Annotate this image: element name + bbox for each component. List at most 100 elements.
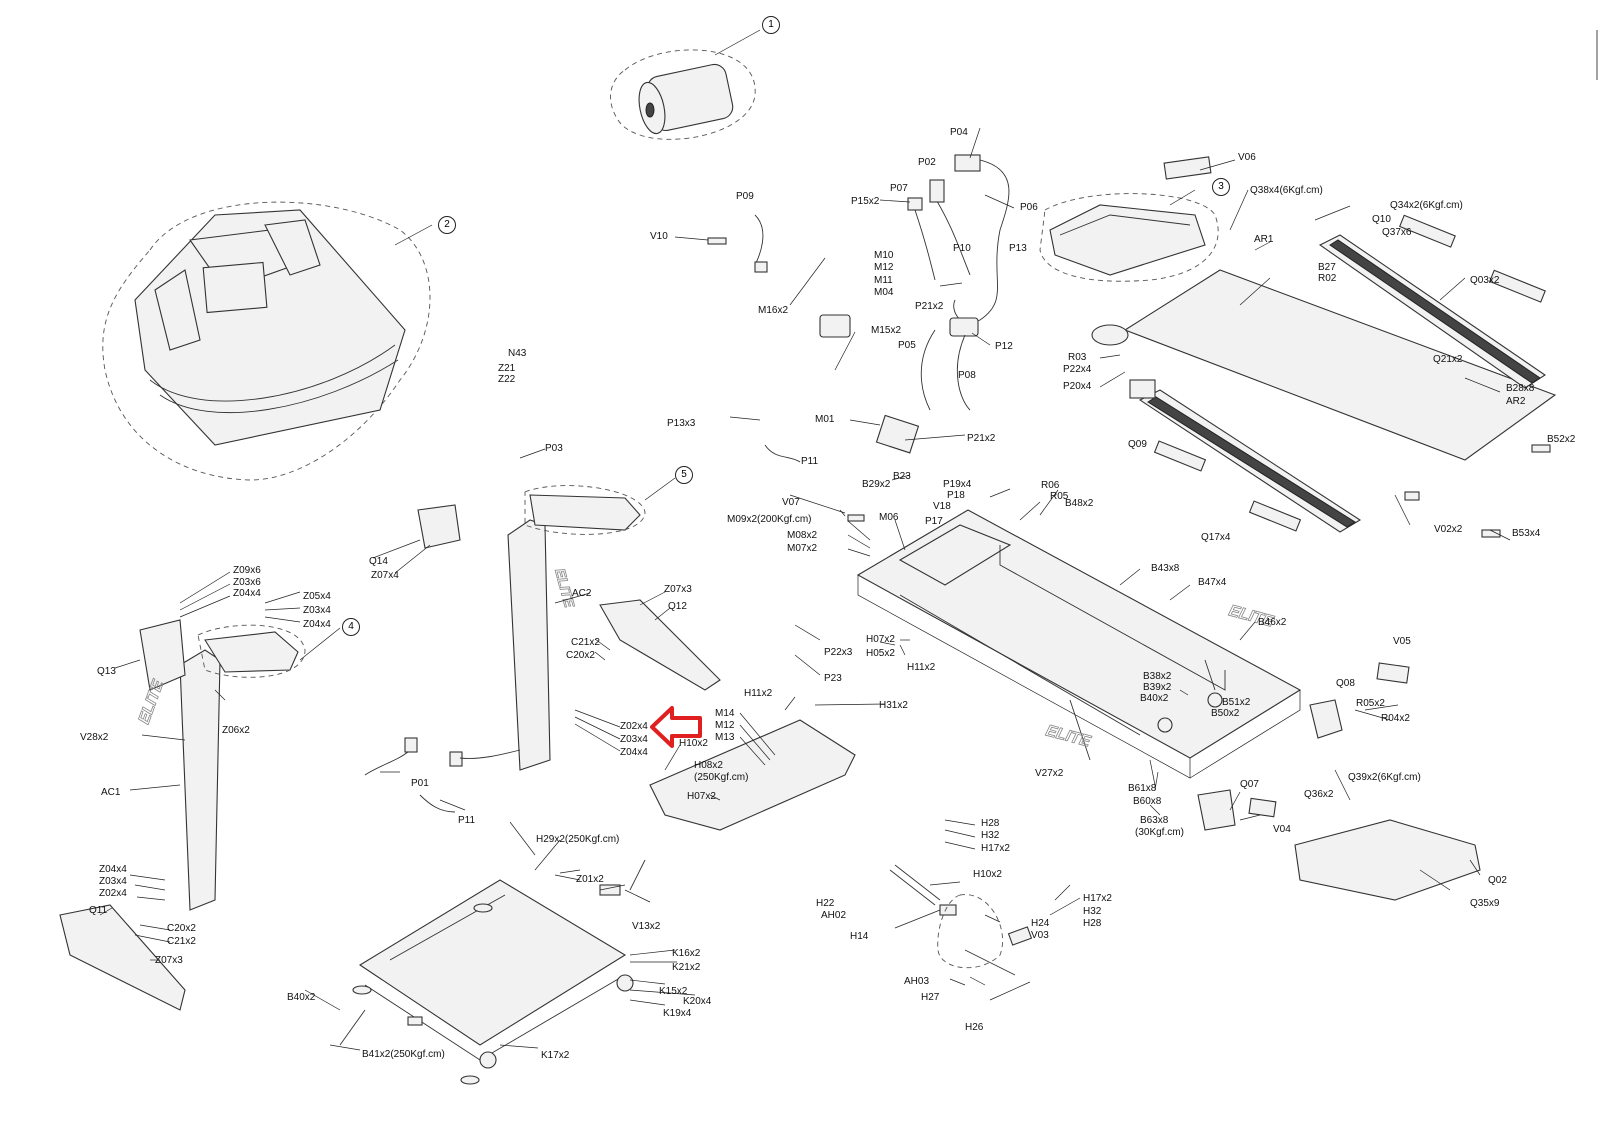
part-label-b51x2: B51x2 — [1222, 697, 1251, 708]
part-label-q38x4: Q38x4(6Kgf.cm) — [1250, 185, 1323, 196]
part-label-q35x9: Q35x9 — [1470, 898, 1500, 909]
part-label-p13x3: P13x3 — [667, 418, 696, 429]
part-label-b29x2: B29x2 — [862, 479, 891, 490]
callout-3: 3 — [1212, 178, 1230, 196]
part-label-p19x4: P19x4 — [943, 479, 972, 490]
part-label-p21x2-top: P21x2 — [915, 301, 944, 312]
callout-2: 2 — [438, 216, 456, 234]
part-label-h14: H14 — [850, 931, 869, 942]
part-label-z05x4: Z05x4 — [303, 591, 331, 602]
part-label-h11x2-upper: H11x2 — [744, 688, 773, 699]
part-label-r04x2: R04x2 — [1381, 713, 1410, 724]
part-label-m08x2: M08x2 — [787, 530, 818, 541]
part-label-q14: Q14 — [369, 556, 388, 567]
part-label-h07x2-upper: H07x2 — [866, 634, 895, 645]
part-label-b40x2-frame: B40x2 — [1140, 693, 1169, 704]
right-upright-ac2 — [364, 477, 721, 813]
part-label-h26: H26 — [965, 1022, 984, 1033]
part-label-h10x2-lower: H10x2 — [973, 869, 1002, 880]
part-label-k16x2: K16x2 — [672, 948, 701, 959]
part-label-m11: M11 — [874, 275, 893, 286]
part-label-b63x8-torque: (30Kgf.cm) — [1135, 827, 1184, 838]
part-label-h11x2-lower: H11x2 — [907, 662, 936, 673]
part-label-p04: P04 — [950, 127, 968, 138]
part-label-p21x2-bottom: P21x2 — [967, 433, 996, 444]
part-label-z07x3-upper: Z07x3 — [664, 584, 692, 595]
part-label-b23: B23 — [893, 471, 911, 482]
part-label-p10: P10 — [953, 243, 971, 254]
part-label-b41x2: B41x2(250Kgf.cm) — [362, 1049, 445, 1060]
part-label-p11-top: P11 — [801, 456, 819, 467]
part-label-z02x4-lower: Z02x4 — [99, 888, 127, 899]
part-label-z09x6: Z09x6 — [233, 565, 261, 576]
part-label-v28x2: V28x2 — [80, 732, 109, 743]
part-label-r05x2: R05x2 — [1356, 698, 1385, 709]
part-label-m12-lower: M12 — [715, 720, 735, 731]
part-label-h28-lower: H28 — [1083, 918, 1102, 929]
part-label-b38x2: B38x2 — [1143, 671, 1172, 682]
part-label-z03x4-upper: Z03x4 — [303, 605, 331, 616]
part-label-h17x2-upper: H17x2 — [981, 843, 1010, 854]
left-upright-ac1 — [59, 619, 341, 1011]
part-label-q12: Q12 — [668, 601, 687, 612]
part-label-b46x2: B46x2 — [1258, 617, 1287, 628]
part-label-h28-upper: H28 — [981, 818, 1000, 829]
part-label-p09: P09 — [736, 191, 754, 202]
part-label-m10: M10 — [874, 250, 894, 261]
part-label-h07x2-lower: H07x2 — [687, 791, 716, 802]
part-label-h27: H27 — [921, 992, 940, 1003]
part-label-q34x2: Q34x2(6Kgf.cm) — [1390, 200, 1463, 211]
part-label-v27x2: V27x2 — [1035, 768, 1064, 779]
part-label-b48x2: B48x2 — [1065, 498, 1094, 509]
part-label-q13: Q13 — [97, 666, 116, 677]
part-label-p22x3: P22x3 — [824, 647, 853, 658]
part-label-h32-lower: H32 — [1083, 906, 1102, 917]
part-label-m13: M13 — [715, 732, 735, 743]
part-label-p06: P06 — [1020, 202, 1038, 213]
part-label-p08: P08 — [958, 370, 976, 381]
part-label-z07x4: Z07x4 — [371, 570, 399, 581]
part-label-r06: R06 — [1041, 480, 1060, 491]
part-label-m15x2: M15x2 — [871, 325, 902, 336]
part-label-q03x2: Q03x2 — [1470, 275, 1500, 286]
part-label-z02x4-upper: Z02x4 — [620, 721, 648, 732]
part-label-v05: V05 — [1393, 636, 1411, 647]
part-label-p20x4: P20x4 — [1063, 381, 1092, 392]
part-label-z03x4-lower: Z03x4 — [99, 876, 127, 887]
part-label-b53x4: B53x4 — [1512, 528, 1541, 539]
part-label-k19x4: K19x4 — [663, 1008, 692, 1019]
part-label-h08x2-torque: (250Kgf.cm) — [694, 772, 749, 783]
part-label-p07: P07 — [890, 183, 908, 194]
part-label-p01: P01 — [411, 778, 429, 789]
motor-and-wiring — [707, 154, 1010, 463]
part-label-k20x4: K20x4 — [683, 996, 712, 1007]
motor-hood-group-3 — [1039, 189, 1219, 282]
part-label-z22: Z22 — [498, 374, 516, 385]
part-label-h22: H22 — [816, 898, 835, 909]
part-label-c21x2-upper: C21x2 — [571, 637, 600, 648]
part-label-b50x2: B50x2 — [1211, 708, 1240, 719]
part-label-m09x2: M09x2(200Kgf.cm) — [727, 514, 812, 525]
brand-text-frame-left: ELITE — [1044, 722, 1093, 750]
part-label-b40x2-base: B40x2 — [287, 992, 316, 1003]
leader-lines — [99, 127, 1511, 1051]
part-label-z03x4-mid: Z03x4 — [620, 734, 648, 745]
part-label-k17x2: K17x2 — [541, 1050, 570, 1061]
part-label-z04x4-lower: Z04x4 — [99, 864, 127, 875]
part-label-z21: Z21 — [498, 363, 516, 374]
callout-4: 4 — [342, 618, 360, 636]
part-label-q10: Q10 — [1372, 214, 1391, 225]
part-label-k21x2: K21x2 — [672, 962, 701, 973]
part-label-q11: Q11 — [89, 905, 108, 916]
part-label-v04: V04 — [1273, 824, 1291, 835]
part-label-h05x2: H05x2 — [866, 648, 895, 659]
part-label-b52x2: B52x2 — [1547, 434, 1576, 445]
rear-parts — [407, 444, 1551, 1026]
part-label-h31x2: H31x2 — [879, 700, 908, 711]
part-label-q08: Q08 — [1336, 678, 1355, 689]
part-label-b63x8: B63x8 — [1140, 815, 1169, 826]
part-label-r03: R03 — [1068, 352, 1087, 363]
part-label-h08x2: H08x2 — [694, 760, 723, 771]
part-label-z04x4-upper-right: Z04x4 — [303, 619, 331, 630]
